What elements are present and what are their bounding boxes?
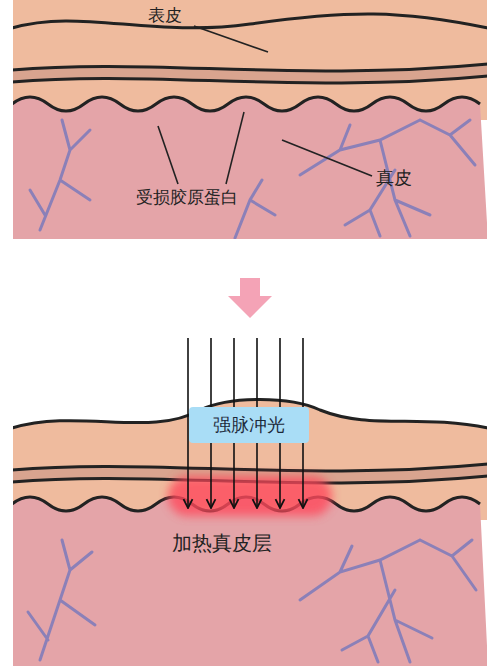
skin-after xyxy=(12,400,488,666)
part-label: 表皮 xyxy=(148,4,182,27)
skin-before xyxy=(12,0,488,240)
part-label: 真皮 xyxy=(376,166,412,190)
label-text: 真皮 xyxy=(376,167,412,188)
light-box: 强脉冲光 xyxy=(189,407,309,443)
label-text: 加热真皮层 xyxy=(172,531,272,555)
down-arrow xyxy=(228,278,272,318)
part-label: 受损胶原蛋白 xyxy=(136,186,238,209)
label-text: 表皮 xyxy=(148,5,182,25)
label-text: 受损胶原蛋白 xyxy=(136,187,238,207)
node-text: 强脉冲光 xyxy=(189,413,309,437)
leader-lines xyxy=(158,26,372,184)
part-label: 加热真皮层 xyxy=(172,530,272,557)
